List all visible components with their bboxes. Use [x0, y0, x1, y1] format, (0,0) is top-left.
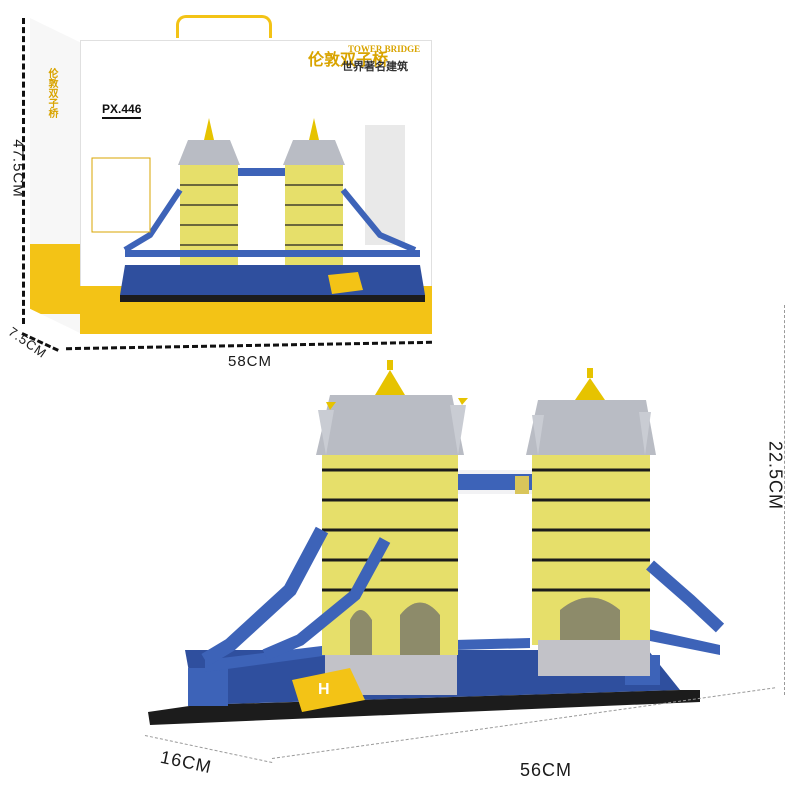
model-code: PX.446 [102, 102, 142, 119]
model-width-label: 56CM [520, 760, 573, 780]
box-side-band [30, 244, 82, 314]
box-front-panel: PX.446 伦敦双子桥 TOWER BRIDGE 世界著名建筑 [80, 40, 432, 334]
name-plaque [292, 668, 365, 712]
box-width-label: 58CM [228, 353, 273, 370]
box-height-line [22, 18, 25, 324]
box-side-title: 伦敦双子桥 [46, 68, 57, 118]
box-subtitle-cn: 世界著名建筑 [342, 61, 408, 73]
product-box: 伦敦双子桥 PX.446 伦敦双子桥 TOWER BRIDGE 世界著名建筑 [0, 0, 460, 380]
model-height-line [784, 305, 785, 695]
svg-text:H: H [318, 681, 330, 698]
box-title-cn: 伦敦双子桥 [308, 52, 389, 69]
box-title-en: TOWER BRIDGE [348, 44, 421, 54]
box-handle [176, 15, 272, 38]
box-side-panel: 伦敦双子桥 [30, 18, 82, 334]
base-black [148, 690, 700, 725]
model-height-label: 22.5CM [765, 440, 786, 511]
box-bridge-image [91, 118, 425, 302]
